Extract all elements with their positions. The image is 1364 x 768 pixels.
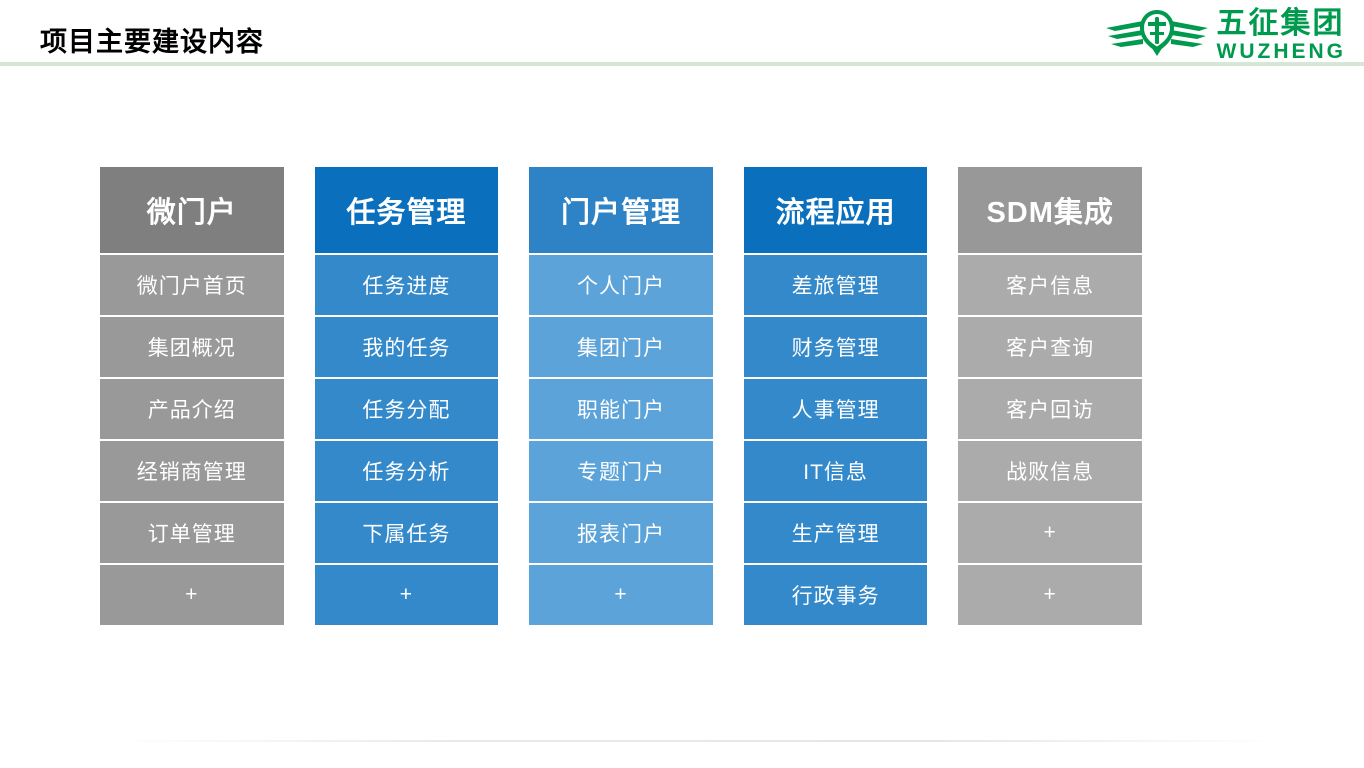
column-item: 行政事务 — [743, 565, 928, 625]
column-item: 产品介绍 — [100, 379, 284, 439]
title-underline — [0, 62, 1364, 66]
column-item: 任务进度 — [314, 255, 499, 315]
column-item: 财务管理 — [743, 317, 928, 377]
column-item: 集团概况 — [100, 317, 284, 377]
column-item: 个人门户 — [529, 255, 713, 315]
column-item: 生产管理 — [743, 503, 928, 563]
logo-name-cn: 五征集团 — [1216, 6, 1345, 40]
column-item: 微门户首页 — [100, 255, 284, 315]
column-item: 任务分析 — [314, 441, 499, 501]
column-item-plus: + — [958, 503, 1142, 563]
column-item: 专题门户 — [529, 441, 713, 501]
column-item: 职能门户 — [529, 379, 713, 439]
page-title: 项目主要建设内容 — [40, 27, 264, 57]
column-item: 报表门户 — [529, 503, 713, 563]
column-header: 流程应用 — [743, 167, 928, 253]
column-item: IT信息 — [743, 441, 928, 501]
column-item: 任务分配 — [314, 379, 499, 439]
column-item: 经销商管理 — [100, 441, 284, 501]
column-item: 客户回访 — [958, 379, 1142, 439]
column-item-plus: + — [529, 565, 713, 625]
column-item: 集团门户 — [529, 317, 713, 377]
column-item: 下属任务 — [314, 503, 499, 563]
column-item: 战败信息 — [958, 441, 1142, 501]
column-item-plus: + — [958, 565, 1142, 625]
column-item: 人事管理 — [743, 379, 928, 439]
wuzheng-wings-icon — [1105, 10, 1208, 56]
column-item: 差旅管理 — [743, 255, 928, 315]
column-item: 客户查询 — [958, 317, 1142, 377]
wuzheng-logo-text: 五征集团 WUZHENG — [1216, 6, 1347, 63]
column-item: 客户信息 — [958, 255, 1142, 315]
wuzheng-logo: 五征集团 WUZHENG — [1105, 8, 1347, 62]
column-header: SDM集成 — [958, 167, 1142, 253]
column-sdm-integration: SDM集成 客户信息 客户查询 客户回访 战败信息 + + — [958, 167, 1142, 625]
column-process-apps: 流程应用 差旅管理 财务管理 人事管理 IT信息 生产管理 行政事务 — [743, 167, 928, 625]
column-item-plus: + — [100, 565, 284, 625]
logo-name-en: WUZHENG — [1216, 39, 1346, 63]
column-header: 任务管理 — [314, 167, 499, 253]
column-portal-management: 门户管理 个人门户 集团门户 职能门户 专题门户 报表门户 + — [529, 167, 713, 625]
column-item: 订单管理 — [100, 503, 284, 563]
column-micro-portal: 微门户 微门户首页 集团概况 产品介绍 经销商管理 订单管理 + — [100, 167, 284, 625]
column-header: 微门户 — [100, 167, 284, 253]
column-item-plus: + — [314, 565, 499, 625]
column-task-management: 任务管理 任务进度 我的任务 任务分配 任务分析 下属任务 + — [314, 167, 499, 625]
content-columns: 微门户 微门户首页 集团概况 产品介绍 经销商管理 订单管理 + 任务管理 任务… — [100, 167, 1142, 625]
column-header: 门户管理 — [529, 167, 713, 253]
bottom-divider — [109, 740, 1283, 742]
column-item: 我的任务 — [314, 317, 499, 377]
